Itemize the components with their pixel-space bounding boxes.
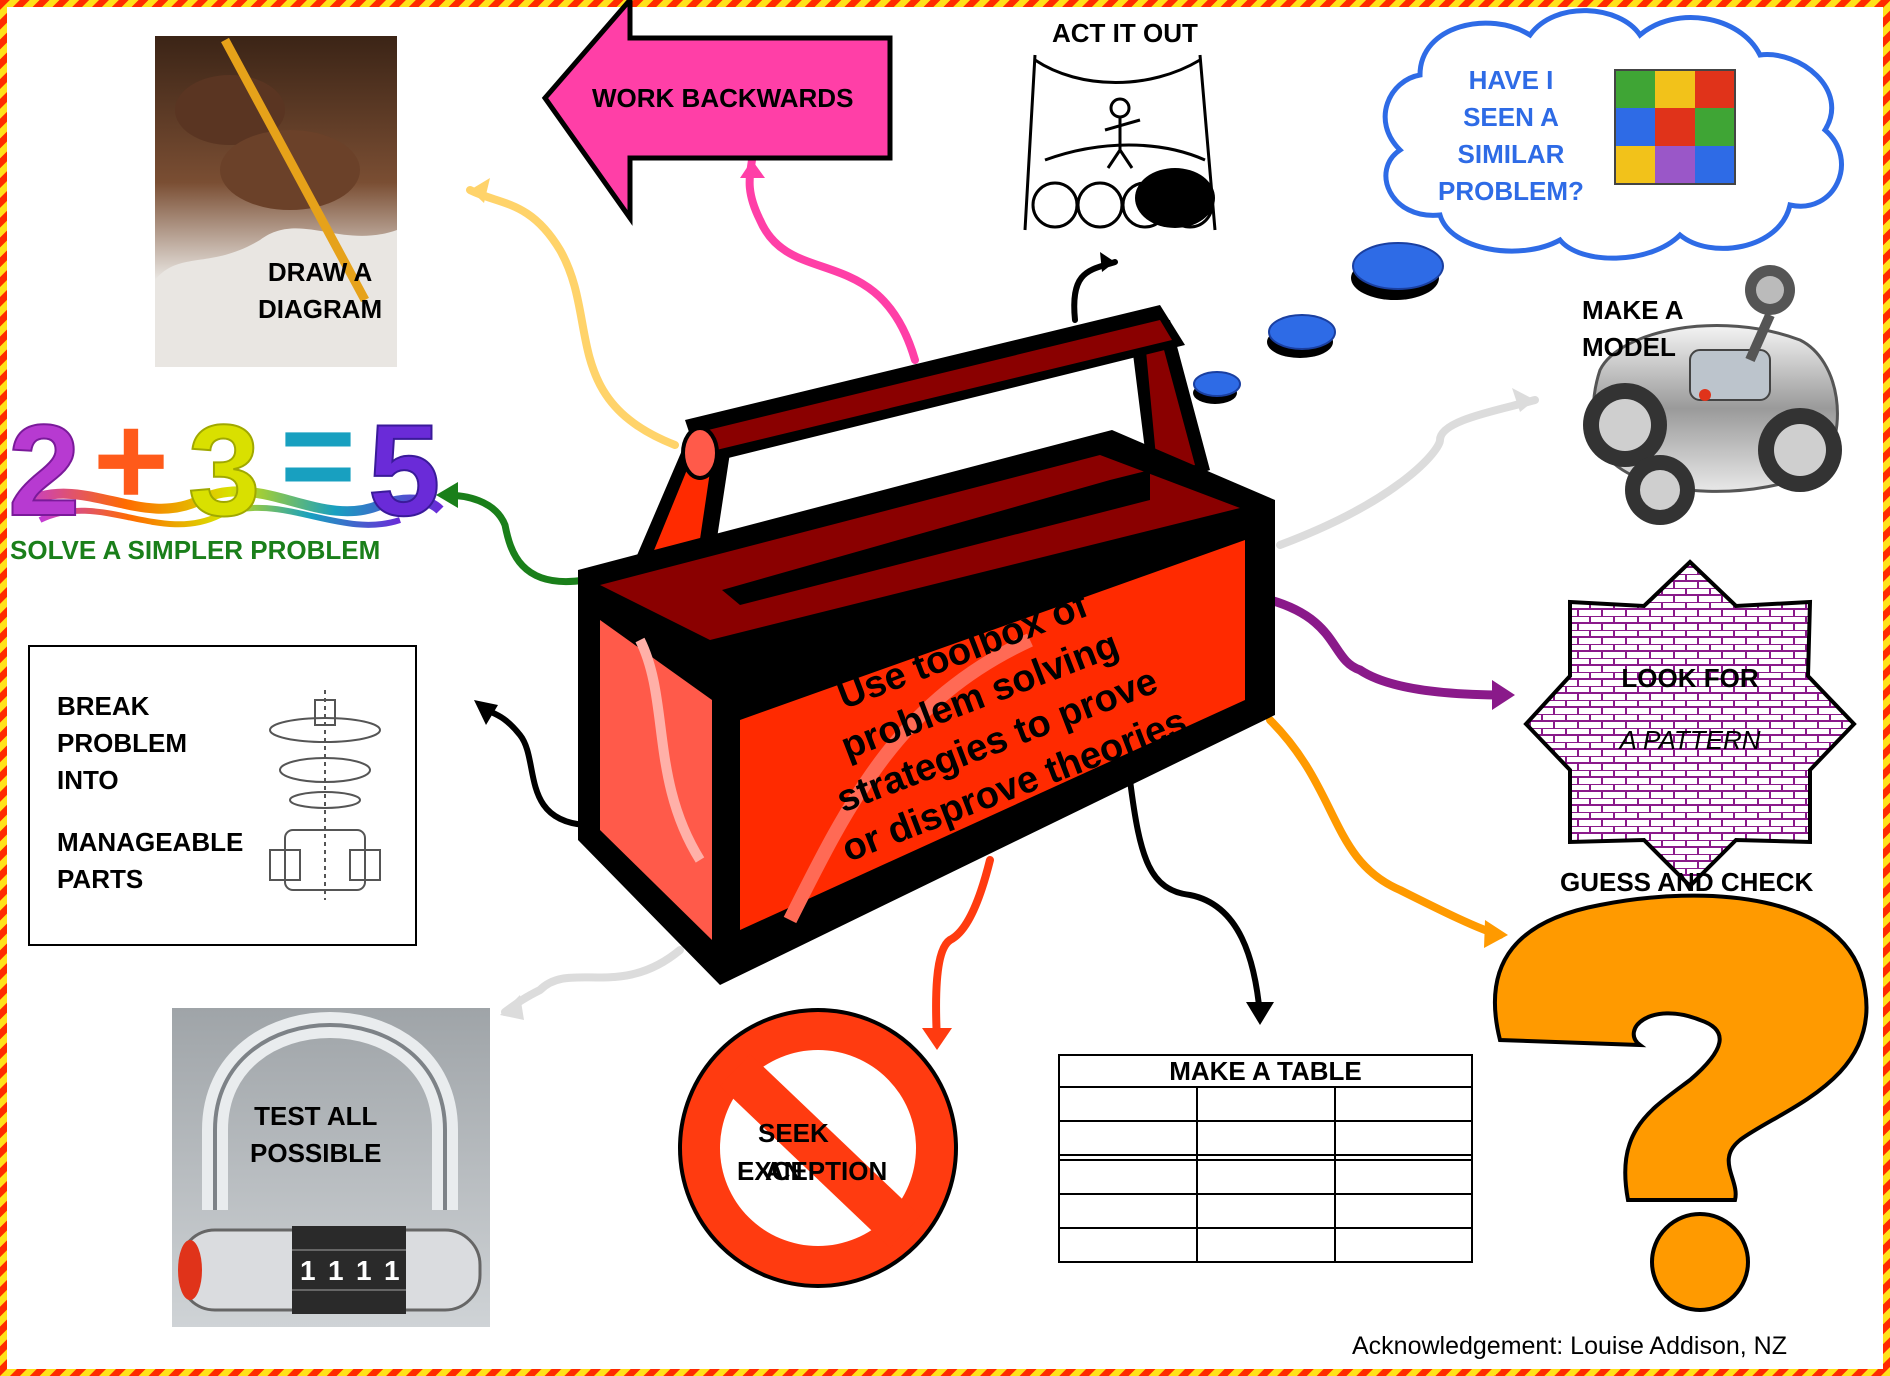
no-sign-icon [678,1008,958,1288]
an-label: AN [765,1156,803,1186]
arrow-make-model [1276,396,1539,549]
svg-text:1: 1 [328,1255,344,1286]
connector-arrows [441,156,1539,1044]
equation: 2 + 3 = 5 [7,382,441,544]
make-model-label: MAKE A MODEL [1582,295,1684,362]
arrow-draw-diagram [466,186,679,449]
act-it-out-label: ACT IT OUT [1052,18,1198,48]
svg-text:1: 1 [300,1255,316,1286]
draw-diagram-photo [155,36,397,367]
acknowledgement: Acknowledgement: Louise Addison, NZ [1352,1332,1787,1360]
simpler-problem-ribbon [17,486,444,528]
draw-diagram-label: DRAW A DIAGRAM [258,257,383,324]
pattern-star [1523,559,1857,889]
arrow-seek-exception [932,856,994,1044]
seek-label: SEEK [758,1118,829,1148]
arrow-guess-check [1266,716,1504,939]
arrowheads [436,160,1535,1050]
equation-two: 2 [8,397,80,543]
look-for-pattern-label: LOOK FOR A PATTERN [1619,663,1761,755]
equation-three: 3 [188,397,260,543]
equation-equals: = [280,382,356,528]
test-all-label: TEST ALL POSSIBLE [250,1101,382,1168]
make-table-grid [1058,1054,1473,1263]
work-backwards-arrow [541,0,893,226]
exception-label: EXCEPTION [737,1156,888,1186]
equation-plus: + [93,387,169,533]
lock-digits: 1 1 1 1 [300,1255,400,1286]
valve-parts-diagram [269,690,381,900]
toolbox-icon [578,305,1275,985]
svg-text:1: 1 [356,1255,372,1286]
arrow-work-backwards [745,156,919,364]
thought-bubble-dots [1193,242,1444,404]
arrow-simpler-problem [441,491,589,585]
rubiks-cube-icon [1614,69,1736,185]
svg-text:1: 1 [384,1255,400,1286]
question-mark-icon [1493,893,1869,1312]
similar-problem-label: HAVE I SEEN A SIMILAR PROBLEM? [1438,65,1584,206]
arrow-make-table [1127,777,1263,1018]
work-backwards-label: WORK BACKWARDS [592,83,854,113]
equation-five: 5 [368,397,440,543]
pencil-icon [221,37,369,303]
combination-lock-icon [172,1008,490,1327]
toy-car-icon [1583,265,1842,525]
make-table-label: MAKE A TABLE [1169,1056,1362,1086]
guess-check-label: GUESS AND CHECK [1560,867,1814,897]
arrow-look-for-pattern [1265,595,1510,700]
simpler-problem-label: SOLVE A SIMPLER PROBLEM [10,535,381,565]
thought-bubble-cloud [1382,8,1844,261]
break-problem-label: BREAK PROBLEM INTO MANAGEABLE PARTS [57,691,244,894]
